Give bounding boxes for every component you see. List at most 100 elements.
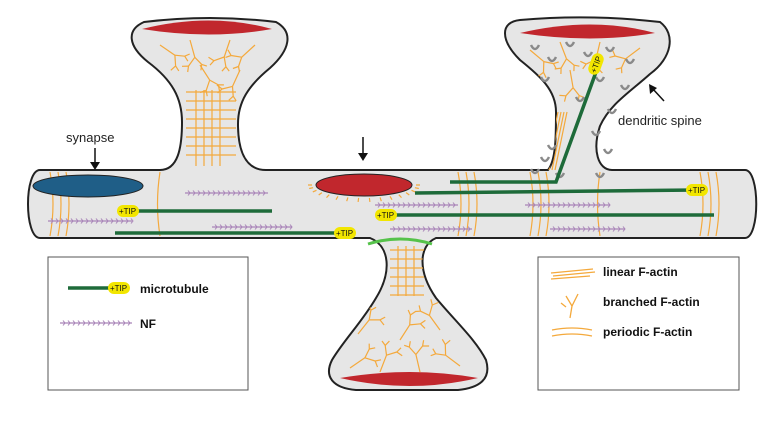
periodic-actin-ring <box>707 171 712 237</box>
plus-tip-label: +TIP <box>377 211 394 220</box>
legend-linear-actin-symbol <box>550 268 596 280</box>
plus-tip: +TIP <box>117 205 139 217</box>
receptor <box>594 76 606 83</box>
branched-actin-filament <box>381 340 386 346</box>
branched-actin-filament <box>389 195 393 201</box>
synapse-arrow <box>90 148 100 170</box>
branched-actin-filament <box>187 66 190 73</box>
plus-tip: +TIP <box>686 184 708 196</box>
periodic-actin-ring <box>699 171 704 237</box>
branched-actin-filament <box>309 187 314 190</box>
branched-actin-filament <box>335 195 339 201</box>
receptor <box>539 76 551 83</box>
branched-actin-filament <box>420 310 430 316</box>
dendritic-spine-label: dendritic spine <box>618 113 702 128</box>
linear-actin-filament <box>551 111 565 171</box>
receptor <box>564 41 576 48</box>
periodic-actin-ring <box>156 171 161 237</box>
branched-actin-filament <box>386 351 397 356</box>
branched-actin-filament <box>189 39 196 58</box>
branched-actin-filament <box>398 194 402 199</box>
branched-actin-filament <box>415 354 421 373</box>
branched-actin-filament <box>552 63 557 70</box>
branched-actin-filament <box>409 314 411 325</box>
branched-actin-filament <box>346 197 349 202</box>
receptor <box>590 130 602 137</box>
branched-actin-filament <box>543 61 554 65</box>
branched-actin-filament <box>184 55 189 62</box>
branched-actin-filament <box>418 305 422 312</box>
branched-actin-filament <box>444 339 451 345</box>
branched-actin-filament <box>221 66 227 72</box>
plus-tip: +TIP <box>588 53 604 75</box>
branched-actin-filament <box>430 299 433 306</box>
branched-actin-filament <box>620 58 627 69</box>
branched-actin-filament <box>228 95 234 101</box>
branched-actin-filament <box>428 304 433 316</box>
microtubules: +TIP +TIP +TIP +TIP +TIP <box>115 53 714 239</box>
legend-branched-actin-symbol <box>560 293 579 319</box>
branched-actin-filament <box>209 60 215 66</box>
microtubule: +TIP <box>450 53 604 184</box>
receptor <box>582 51 594 58</box>
branched-actin-filament <box>408 346 417 355</box>
branched-actin-filament <box>194 56 203 65</box>
microtubule: +TIP <box>414 184 708 196</box>
branched-actin-filament <box>414 187 419 190</box>
branched-actin-filament <box>430 353 437 357</box>
legend-periodic-actin-symbol <box>551 327 593 337</box>
legend-periodic-label: periodic F-actin <box>603 325 692 339</box>
receptor <box>619 84 631 91</box>
branched-actin-filament <box>379 319 385 326</box>
receptor <box>574 96 586 103</box>
legend-left: +TIP microtubule NF <box>47 256 249 391</box>
branched-actin-filament <box>174 55 177 66</box>
branched-actin-filament <box>170 65 177 71</box>
branched-actin-filament <box>420 319 426 325</box>
branched-actin-filament <box>175 65 180 72</box>
legend-nf-label: NF <box>140 317 156 331</box>
branched-actin-filament <box>409 323 421 326</box>
branched-actin-filament <box>368 309 372 321</box>
branched-actin-filament <box>379 197 382 202</box>
microtubule: +TIP <box>117 205 272 217</box>
branched-actin-filament <box>572 87 580 96</box>
branched-actin-filament <box>357 319 370 335</box>
psd-cap-top-left <box>142 20 272 35</box>
psd-cap-top-right <box>520 24 655 39</box>
branched-actin-filament <box>374 360 379 368</box>
branched-actin-filament <box>199 89 207 94</box>
spine-receptors <box>529 41 636 179</box>
branched-actin-filament <box>368 197 371 202</box>
branched-actin-filament <box>582 63 587 70</box>
branched-actin-filament <box>580 60 587 65</box>
linear-actin-filament <box>554 111 568 171</box>
periodic-actin-ring <box>473 171 478 237</box>
microtubule: +TIP <box>115 227 356 239</box>
neurofilament <box>60 320 132 326</box>
microtubule: +TIP <box>375 209 714 221</box>
plus-tip: +TIP <box>375 209 397 221</box>
branched-actin-filament <box>232 95 237 102</box>
branched-actin-filament <box>396 347 402 353</box>
receptor <box>546 56 558 63</box>
branched-actin-filament <box>205 90 208 97</box>
branched-actin-filament <box>188 56 196 67</box>
branched-actin-filament <box>379 316 386 321</box>
receptor <box>546 144 558 151</box>
branched-actin-filament <box>422 340 425 347</box>
branched-actin-filament <box>614 55 626 60</box>
branched-actin-filament <box>231 86 234 97</box>
branched-actin-filament <box>445 354 461 367</box>
neurofilament <box>212 224 293 230</box>
branched-actin-filament <box>213 56 225 62</box>
branched-actin-filament <box>223 39 231 58</box>
branched-actin-filament <box>396 351 403 357</box>
branched-actin-filament <box>559 41 568 60</box>
branched-actin-filament <box>231 69 241 87</box>
branched-actin-filament <box>441 338 446 345</box>
receptor <box>602 148 614 155</box>
branched-actin-filament <box>384 345 388 356</box>
branched-actin-filament <box>560 58 568 69</box>
